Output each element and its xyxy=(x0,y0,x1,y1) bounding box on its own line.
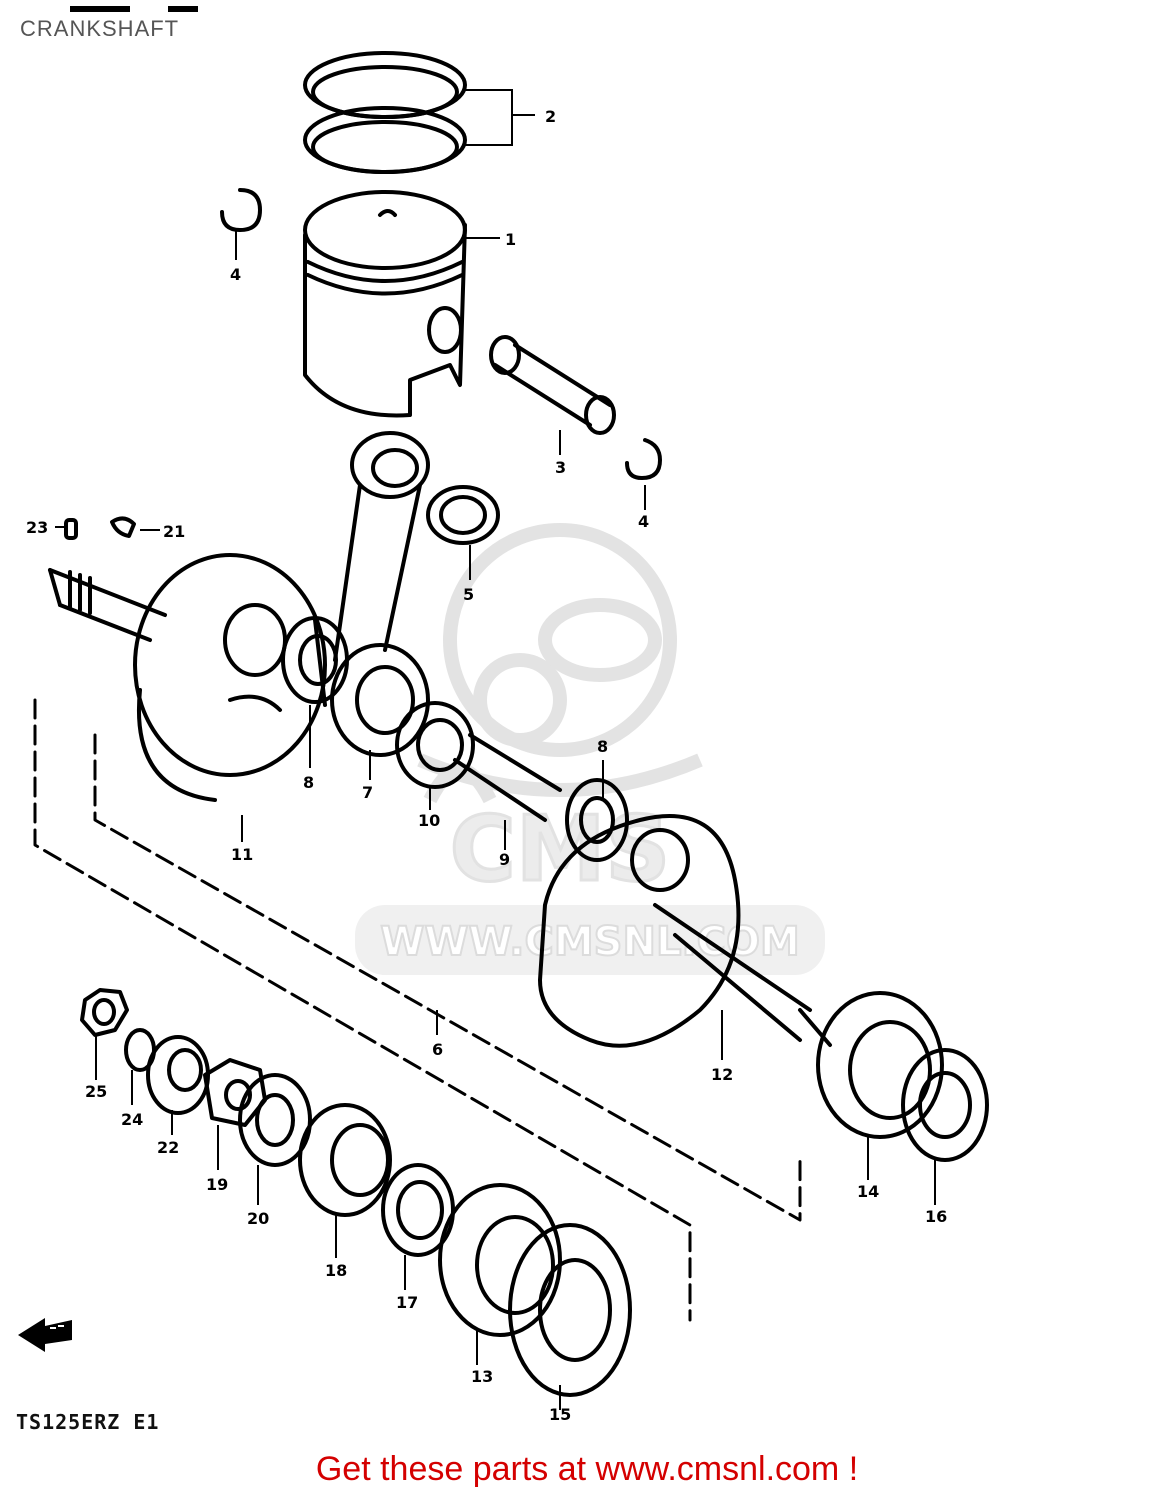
callout-6: 6 xyxy=(432,1040,443,1059)
callout-labels: 2 1 3 4 4 5 6 7 8 8 9 10 11 12 13 14 15 … xyxy=(26,107,947,1424)
primary-drive-gear-large xyxy=(298,1103,392,1217)
callout-25: 25 xyxy=(85,1082,107,1101)
dowel-pin xyxy=(64,518,78,540)
crankshaft-right xyxy=(538,814,832,1048)
callout-24: 24 xyxy=(121,1110,143,1129)
front-arrow-icon xyxy=(18,1318,72,1352)
assembly-bracket xyxy=(33,698,802,1322)
footer-link[interactable]: Get these parts at www.cmsnl.com ! xyxy=(315,1450,859,1488)
piston-circlip-upper xyxy=(220,188,262,232)
small-end-bearing xyxy=(426,485,500,545)
watermark-cms-letters: CMS xyxy=(450,797,670,902)
callout-21: 21 xyxy=(163,522,185,541)
callout-12: 12 xyxy=(711,1065,733,1084)
connecting-rod xyxy=(330,431,430,757)
right-oil-seal xyxy=(901,1048,989,1162)
callout-3: 3 xyxy=(555,458,566,477)
callout-16: 16 xyxy=(925,1207,947,1226)
callout-1: 1 xyxy=(505,230,516,249)
callout-23: 23 xyxy=(26,518,48,537)
callout-13: 13 xyxy=(471,1367,493,1386)
callout-14: 14 xyxy=(857,1182,879,1201)
watermark-logo xyxy=(417,523,703,804)
primary-drive-gear-small xyxy=(146,1035,210,1115)
callout-5: 5 xyxy=(463,585,474,604)
callout-11: 11 xyxy=(231,845,253,864)
watermark-cms: CMS WWW.CMSNL.COM xyxy=(355,796,825,975)
callout-15: 15 xyxy=(549,1405,571,1424)
piston xyxy=(303,190,467,418)
crankshaft-left xyxy=(48,553,327,802)
callout-10: 10 xyxy=(418,811,440,830)
model-code: TS125ERZ E1 xyxy=(16,1410,160,1434)
right-main-bearing xyxy=(816,991,944,1139)
washer xyxy=(238,1073,312,1167)
callout-2: 2 xyxy=(545,107,556,126)
thrust-washer-right xyxy=(565,778,629,862)
callout-22: 22 xyxy=(157,1138,179,1157)
piston-rings xyxy=(303,51,467,174)
leader-lines xyxy=(55,89,936,1410)
callout-20: 20 xyxy=(247,1209,269,1228)
left-oil-seal xyxy=(508,1223,632,1397)
page-title: CRANKSHAFT xyxy=(20,16,180,41)
piston-pin xyxy=(489,335,616,435)
callout-17: 17 xyxy=(396,1293,418,1312)
callout-4-lower: 4 xyxy=(638,512,649,531)
woodruff-key xyxy=(110,516,136,538)
callout-18: 18 xyxy=(325,1261,347,1280)
callout-8-right: 8 xyxy=(597,737,608,756)
left-main-bearing xyxy=(438,1183,562,1337)
callout-4-upper: 4 xyxy=(230,265,241,284)
callout-9: 9 xyxy=(499,850,510,869)
callout-19: 19 xyxy=(206,1175,228,1194)
callout-7: 7 xyxy=(362,783,373,802)
scan-marks xyxy=(70,6,198,12)
crank-pin xyxy=(453,733,562,822)
crank-nut xyxy=(80,988,129,1037)
callout-8-left: 8 xyxy=(303,773,314,792)
piston-circlip-lower xyxy=(625,438,662,480)
big-end-bearing xyxy=(395,701,475,789)
